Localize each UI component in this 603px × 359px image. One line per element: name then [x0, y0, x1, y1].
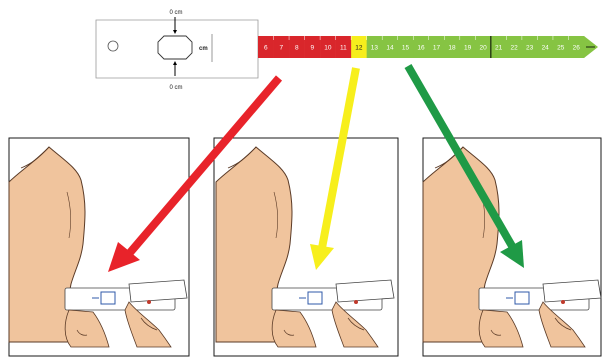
tape-tick-label: 10: [324, 44, 332, 51]
tape-tick-label: 23: [526, 44, 534, 51]
muac-tape: 0 cm 0 cm cm 6 7 8 9 10 11 12 13 14 15 16 17 18 19 20 2…: [96, 10, 598, 91]
tape-tick-label: 6: [264, 44, 268, 51]
panel-1: [9, 138, 189, 356]
panel-2: [214, 138, 398, 356]
tape-tick-label: 17: [433, 44, 441, 51]
tape-tick-label: 21: [495, 44, 503, 51]
tape-tick-label: 20: [479, 44, 487, 51]
tape-bottom-mark: 0 cm: [169, 85, 182, 91]
tape-tick-label: 26: [573, 44, 581, 51]
tape-tick-label: 7: [279, 44, 283, 51]
tape-tick-label: 25: [557, 44, 565, 51]
tape-tick-label: 24: [542, 44, 550, 51]
tape-tick-label: 16: [417, 44, 425, 51]
tape-tick-label: 11: [340, 44, 347, 51]
tape-tick-label: 15: [402, 44, 410, 51]
tape-card: [96, 20, 258, 78]
tape-tick-label: 12: [355, 44, 363, 51]
tape-tick-label: 22: [511, 44, 519, 51]
tape-tick-label: 8: [295, 44, 299, 51]
tape-strip: 6 7 8 9 10 11 12 13 14 15 16 17 18 19 20 21 22 23 24 25 26: [258, 36, 584, 58]
tape-top-mark: 0 cm: [169, 10, 182, 16]
tape-tick-label: 14: [386, 44, 394, 51]
tape-tick-label: 13: [371, 44, 379, 51]
tape-tick-label: 18: [448, 44, 456, 51]
tape-unit-label: cm: [199, 46, 208, 52]
tape-tick-label: 19: [464, 44, 472, 51]
tape-tick-label: 9: [311, 44, 315, 51]
